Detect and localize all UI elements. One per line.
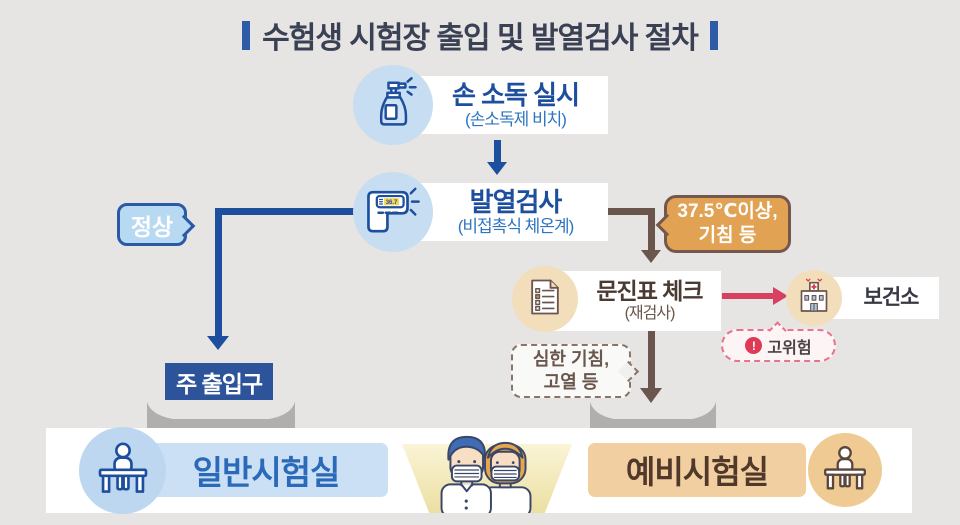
step-sanitize-subtitle: (손소독제 비치) xyxy=(465,110,567,130)
hand-sanitizer-icon xyxy=(366,76,420,135)
connector-questionnaire-reserve xyxy=(648,331,655,389)
title-accent-bar-right xyxy=(709,20,718,50)
connector-health-center xyxy=(722,293,774,299)
health-center-box: 보건소 xyxy=(833,277,939,319)
reserve-room-banner: 예비시험실 xyxy=(588,443,806,497)
fever-condition-line2: 기침 등 xyxy=(698,225,757,246)
bubble-tail xyxy=(172,214,196,238)
general-room-banner: 일반시험실 xyxy=(144,443,388,497)
high-risk-label: 고위험 xyxy=(767,339,812,357)
exclamation-icon: ! xyxy=(745,337,763,354)
general-room-label: 일반시험실 xyxy=(192,454,341,491)
page-title-row: 수험생 시험장 출입 및 발열검사 절차 xyxy=(0,13,960,57)
connector-normal-horizontal xyxy=(215,208,372,215)
hospital-icon xyxy=(794,276,834,321)
reserve-room-circle xyxy=(808,433,882,507)
step-fever-title: 발열검사 xyxy=(469,186,563,217)
step-questionnaire-box: 문진표 체크 (재검사) xyxy=(552,271,721,331)
arrowhead-normal-branch xyxy=(207,336,229,350)
step-fever-subtitle: (비접촉식 체온계) xyxy=(457,217,575,237)
step-sanitize-circle xyxy=(353,65,433,145)
health-center-label: 보건소 xyxy=(863,286,920,310)
desk-person-icon-brown xyxy=(820,443,870,498)
step-questionnaire-subtitle: (재검사) xyxy=(624,304,676,322)
masked-people-icon xyxy=(427,430,547,518)
step-questionnaire-circle xyxy=(512,266,578,332)
severe-symptoms-line1: 심한 기침, xyxy=(532,348,610,369)
high-risk-bubble: ! 고위험 xyxy=(721,321,836,362)
fever-condition-line1: 37.5℃이상, xyxy=(677,201,778,223)
reserve-room-label: 예비시험실 xyxy=(625,454,769,490)
entrance-gate-right xyxy=(590,402,716,433)
entrance-gate-left xyxy=(147,402,295,433)
checklist-icon xyxy=(523,275,567,324)
arrowhead-fever-branch xyxy=(641,250,661,263)
thermometer-icon: 36.7 xyxy=(364,183,422,242)
connector-normal-vertical xyxy=(215,208,222,337)
main-entrance-label: 주 출입구 xyxy=(175,370,263,397)
connector-fever-vertical xyxy=(648,208,655,251)
step-fever-circle: 36.7 xyxy=(353,172,433,252)
normal-label-bubble: 정상 xyxy=(117,203,196,246)
severe-symptoms-bubble: 심한 기침, 고열 등 xyxy=(511,344,640,398)
title-accent-bar-left xyxy=(242,20,251,50)
normal-label: 정상 xyxy=(130,213,174,240)
arrowhead-sanitize-fever xyxy=(487,162,507,175)
desk-person-icon-blue xyxy=(94,439,152,502)
general-room-circle xyxy=(79,427,166,514)
exclamation-mark: ! xyxy=(751,338,756,353)
arrowhead-health-center xyxy=(773,287,788,305)
bubble-tail xyxy=(655,213,679,237)
main-entrance-box: 주 출입구 xyxy=(165,363,273,400)
bubble-tail xyxy=(617,360,640,383)
connector-fever-horizontal xyxy=(604,208,655,215)
step-sanitize-title: 손 소독 실시 xyxy=(451,79,580,110)
page-title: 수험생 시험장 출입 및 발열검사 절차 xyxy=(262,22,699,55)
step-questionnaire-title: 문진표 체크 xyxy=(596,278,703,305)
severe-symptoms-line2: 고열 등 xyxy=(543,372,599,392)
fever-condition-bubble: 37.5℃이상, 기침 등 xyxy=(655,195,791,253)
thermometer-reading: 36.7 xyxy=(386,200,398,206)
health-center-circle xyxy=(786,270,842,326)
arrowhead-questionnaire-reserve xyxy=(640,388,662,403)
connector-sanitize-fever xyxy=(494,140,501,163)
